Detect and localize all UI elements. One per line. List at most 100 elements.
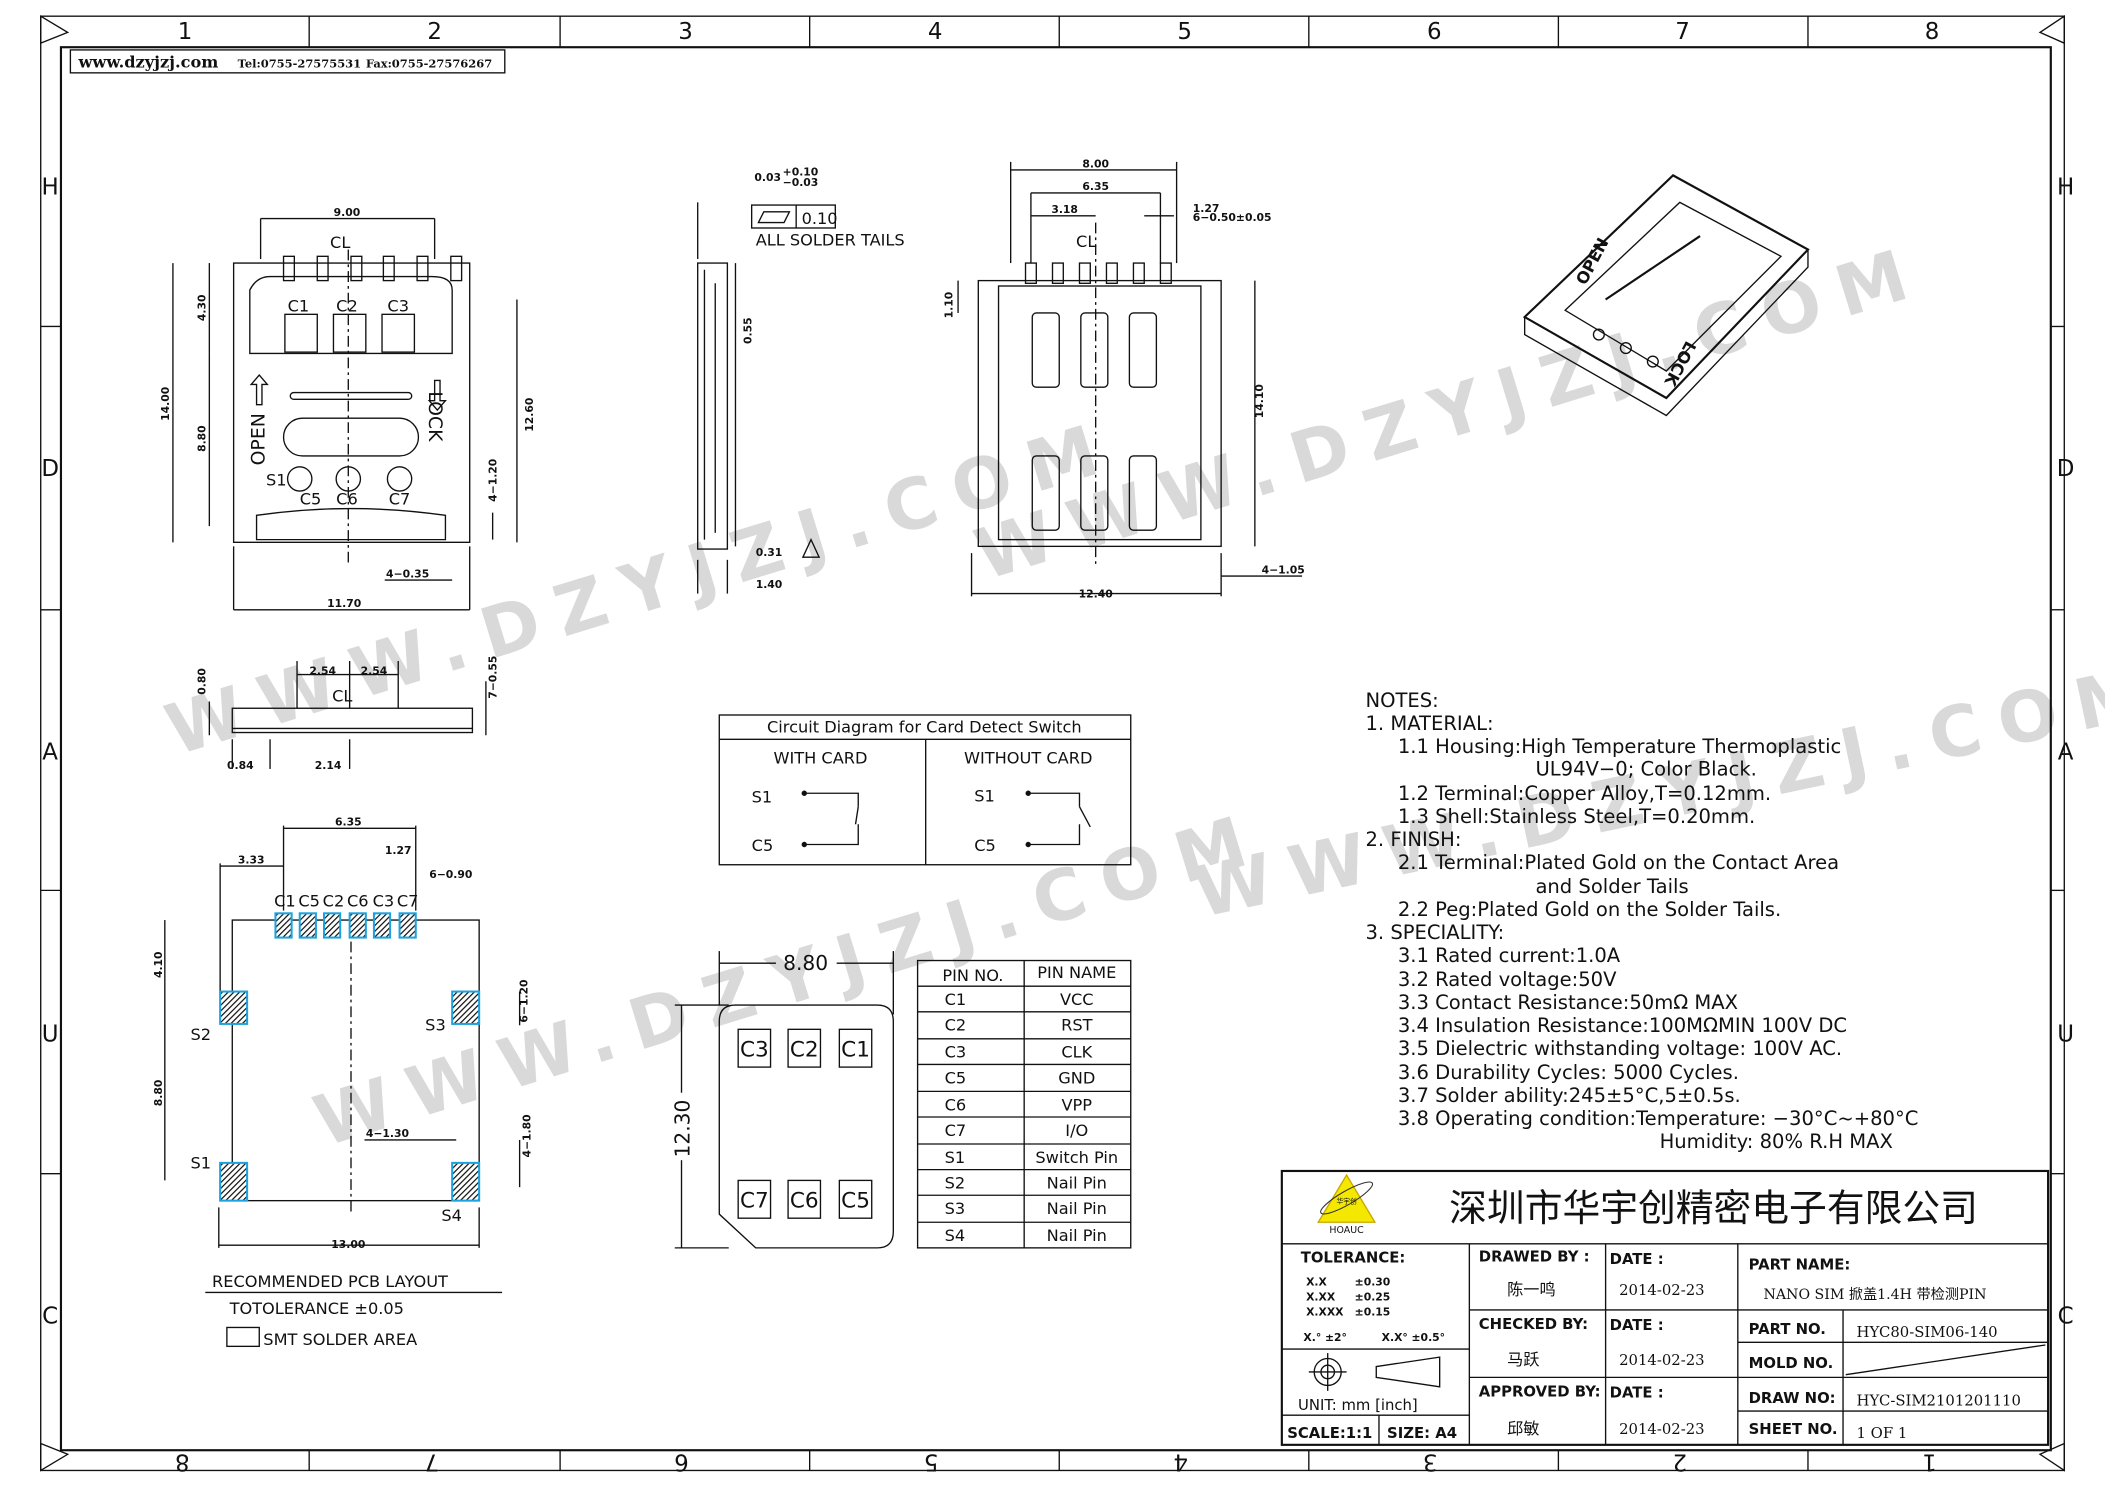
drawing-label: 9.00 [334, 206, 361, 219]
drawing-label: 马跃 [1507, 1350, 1539, 1369]
drawing-label: C2 [945, 1016, 967, 1035]
drawing-label: 2.54 [361, 665, 388, 678]
drawing-frame: 1 2 3 4 5 6 7 8 8 7 6 5 4 3 2 1 H D A U … [40, 14, 2074, 1474]
drawing-label: 陈一鸣 [1507, 1280, 1556, 1299]
drawing-label: SIZE: A4 [1387, 1425, 1457, 1442]
drawing-label: 8.80 [152, 1080, 165, 1107]
drawing-label: SMT SOLDER AREA [263, 1330, 417, 1349]
drawing-label: C6 [945, 1095, 967, 1114]
drawing-label: 3.7 Solder ability:245±5°C,5±0.5s. [1398, 1084, 1741, 1107]
zone-col: 6 [674, 1448, 689, 1474]
drawing-label: 13.00 [331, 1238, 365, 1251]
drawing-label: C2 [790, 1037, 819, 1062]
drawing-label: 6.35 [335, 816, 362, 829]
drawing-label: S4 [441, 1206, 462, 1225]
zone-col: 7 [1675, 19, 1690, 45]
drawing-label: 华宇创 [1336, 1196, 1356, 1205]
solder-pad [298, 912, 317, 939]
drawing-label: 14.00 [159, 387, 172, 421]
drawing-label: and Solder Tails [1535, 875, 1688, 898]
nano-sim-card: 8.80 12.30 C3 C2 C1 C7 C6 C5 [671, 951, 894, 1249]
drawing-label: 7−0.55 [487, 656, 500, 699]
corner-arrow-icon [2038, 14, 2065, 45]
drawing-label: 4−1.05 [1262, 563, 1305, 576]
solder-area-swatch [226, 1326, 260, 1348]
drawing-label: NANO SIM 掀盖1.4H 带检测PIN [1763, 1287, 1986, 1303]
drawing-label: S3 [425, 1016, 446, 1035]
drawing-label: 3.8 Operating condition:Temperature: −30… [1398, 1107, 1919, 1130]
flatness-icon [757, 211, 791, 224]
front-view: 2.54 2.54 0.80 7−0.55 CL 0.84 2.14 [195, 656, 499, 772]
drawing-label: WITH CARD [773, 749, 867, 768]
zone-row: U [2057, 1021, 2074, 1047]
drawing-label: 3.18 [1051, 203, 1078, 216]
drawing-label: 6.35 [1082, 180, 1109, 193]
drawing-label: 1.1 Housing:High Temperature Thermoplast… [1398, 735, 1841, 758]
drawing-label: NOTES: [1365, 689, 1438, 712]
drawing-label: S1 [945, 1148, 966, 1167]
zone-col: 6 [1427, 19, 1442, 45]
drawing-label: Nail Pin [1047, 1174, 1107, 1193]
drawing-label: 8.00 [1082, 157, 1109, 170]
drawing-label: CHECKED BY: [1479, 1316, 1588, 1333]
drawing-label: C7 [397, 892, 419, 911]
drawing-label: VCC [1060, 990, 1094, 1009]
drawing-label: ALL SOLDER TAILS [756, 231, 905, 250]
drawing-label: C1 [274, 892, 296, 911]
drawing-label: C6 [336, 490, 358, 509]
drawing-label: DRAWED BY : [1479, 1248, 1590, 1265]
drawing-label: 4−1.20 [487, 459, 500, 502]
drawing-label: 14.10 [1253, 384, 1266, 418]
drawing-label: CL [332, 687, 352, 706]
drawing-label: X.XXX [1306, 1305, 1344, 1318]
drawing-label: S2 [945, 1174, 966, 1193]
drawing-label: C2 [336, 297, 358, 316]
solder-pad [372, 912, 392, 939]
drawing-label: 8.80 [195, 425, 208, 452]
drawing-label: VPP [1061, 1095, 1092, 1114]
zone-col: 7 [425, 1448, 440, 1474]
drawing-label: C7 [945, 1121, 967, 1140]
drawing-label: DATE : [1610, 1317, 1664, 1334]
zone-col: 2 [1673, 1448, 1688, 1474]
drawing-label: TOTOLERANCE ±0.05 [229, 1299, 404, 1318]
circuit-diagram: Circuit Diagram for Card Detect Switch W… [718, 714, 1132, 866]
drawing-label: CLK [1061, 1043, 1092, 1062]
drawing-label: 2. FINISH: [1365, 828, 1461, 851]
zone-col: 1 [178, 19, 193, 45]
drawing-label: 2.1 Terminal:Plated Gold on the Contact … [1398, 851, 1839, 874]
drawing-label: C3 [740, 1037, 769, 1062]
corner-arrow-icon [2038, 1442, 2065, 1472]
solder-pad [219, 990, 249, 1025]
drawing-label: 12.30 [671, 1100, 695, 1158]
drawing-label: S3 [945, 1199, 966, 1218]
drawing-label: 2014-02-23 [1619, 1282, 1705, 1299]
projection-symbol-icon [1308, 1353, 1441, 1391]
drawing-label: C1 [841, 1037, 870, 1062]
drawing-label: 0.80 [195, 668, 208, 695]
drawing-label: 3.4 Insulation Resistance:100MΩMIN 100V … [1398, 1014, 1847, 1037]
website: www.dzyjzj.com [77, 52, 218, 71]
arrow-down-icon [427, 379, 447, 412]
drawing-label: PART NO. [1749, 1321, 1826, 1338]
drawing-label: 2.2 Peg:Plated Gold on the Solder Tails. [1398, 898, 1781, 921]
drawing-label: 1.10 [943, 292, 956, 319]
drawing-label: PART NAME: [1749, 1256, 1851, 1273]
drawing-label: OPEN [1572, 235, 1612, 288]
drawing-label: UL94V−0; Color Black. [1535, 758, 1756, 781]
zone-row: C [2058, 1303, 2074, 1329]
drawing-label: HYC80-SIM06-140 [1857, 1324, 1998, 1341]
drawing-label: 1 OF 1 [1857, 1425, 1908, 1442]
drawing-label: C1 [945, 990, 967, 1009]
notes: NOTES: 1. MATERIAL: 1.1 Housing:High Tem… [1365, 689, 1918, 1153]
drawing-label: ±0.15 [1355, 1305, 1391, 1318]
drawing-label: 0.84 [227, 759, 254, 772]
drawing-label: 1. MATERIAL: [1365, 712, 1493, 735]
drawing-label: CL [330, 233, 350, 252]
drawing-label: 2014-02-23 [1619, 1352, 1705, 1369]
drawing-label: HOAUC [1329, 1225, 1364, 1236]
drawing-label: ±0.30 [1355, 1276, 1391, 1289]
solder-pad [323, 912, 342, 939]
bottom-view: 8.00 6.35 3.18 1.27 6−0.50±0.05 CL 1.10 … [943, 157, 1305, 600]
